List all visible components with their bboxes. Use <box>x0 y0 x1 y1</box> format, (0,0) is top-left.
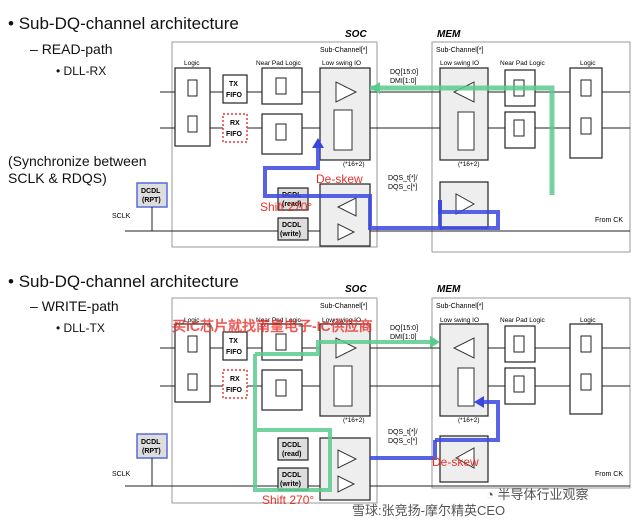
top-dcdl-read <box>277 187 309 211</box>
top-diagram: SOC MEM Sub-Channel[*] Sub-Channel[*] Lo… <box>112 29 631 253</box>
top-soc-logic: Logic <box>184 60 200 67</box>
bottom-tx-fifo <box>222 331 248 361</box>
top-shift-label: Shift 270° <box>260 200 313 214</box>
watermark: 买IC芯片就找南皇电子-IC供应商 <box>172 318 373 334</box>
svg-text:(*16+2): (*16+2) <box>343 417 365 424</box>
chat-icon: ◔ <box>486 487 494 502</box>
top-tx-fifo <box>222 74 248 104</box>
footer-right: ◔ 半导体行业观察 <box>486 487 589 502</box>
svg-text:DQ[15:0]: DQ[15:0] <box>390 69 418 76</box>
top-read-strobe-path <box>263 142 442 230</box>
bottom-write-strobe-path <box>370 440 437 460</box>
svg-text:RX: RX <box>230 376 240 383</box>
svg-text:DQ[15:0]: DQ[15:0] <box>390 325 418 332</box>
top-mem-nearpad: Near Pad Logic <box>500 60 546 67</box>
footer-left: 雪球:张竞扬-摩尔精英CEO <box>352 503 506 518</box>
top-mem-subchannel: Sub-Channel[*] <box>436 47 484 54</box>
svg-text:SCLK: SCLK <box>112 471 131 478</box>
top-mem-logic: Logic <box>580 60 596 67</box>
svg-text:DMI[1:0]: DMI[1:0] <box>390 334 417 341</box>
top-from-ck: From CK <box>595 217 623 224</box>
svg-text:FIFO: FIFO <box>226 387 242 394</box>
svg-text:DCDL: DCDL <box>282 222 302 229</box>
svg-text:Sub-Channel[*]: Sub-Channel[*] <box>320 303 368 310</box>
top-bullet-3: • DLL-RX <box>56 64 107 78</box>
bottom-bullet-3: • DLL-TX <box>56 321 105 335</box>
bottom-rx-fifo <box>222 369 248 399</box>
top-soc-lowswing: Low swing IO <box>322 60 361 67</box>
svg-text:(RPT): (RPT) <box>142 197 161 204</box>
top-soc-nearpad: Near Pad Logic <box>256 60 302 67</box>
top-mem-lowswing: Low swing IO <box>440 60 479 67</box>
bottom-diagram: SOC MEM Sub-Channel[*] Sub-Channel[*] Lo… <box>112 284 631 504</box>
bottom-deskew-label: De-skew <box>432 455 479 469</box>
top-mem-label: MEM <box>437 29 461 40</box>
top-dcdl-write <box>277 217 309 241</box>
svg-text:DQS_c[*]: DQS_c[*] <box>388 184 417 191</box>
svg-text:DCDL: DCDL <box>141 188 161 195</box>
svg-text:RX: RX <box>230 120 240 127</box>
top-sclk: SCLK <box>112 213 131 220</box>
svg-text:(write): (write) <box>280 481 301 488</box>
top-deskew-label: De-skew <box>316 172 363 186</box>
svg-text:Logic: Logic <box>580 317 596 324</box>
top-read-data-path <box>370 85 555 98</box>
bottom-shift-label: Shift 270° <box>262 493 315 507</box>
svg-text:SOC: SOC <box>345 284 367 295</box>
top-bullet-2: – READ-path <box>30 41 113 57</box>
svg-text:MEM: MEM <box>437 284 461 295</box>
bottom-write-data-path <box>253 340 435 492</box>
svg-text:FIFO: FIFO <box>226 131 242 138</box>
svg-text:DCDL: DCDL <box>282 472 302 479</box>
svg-text:TX: TX <box>229 338 238 345</box>
svg-text:FIFO: FIFO <box>226 92 242 99</box>
svg-text:Sub-Channel[*]: Sub-Channel[*] <box>436 303 484 310</box>
svg-text:Near Pad Logic: Near Pad Logic <box>256 317 302 324</box>
svg-text:From CK: From CK <box>595 471 623 478</box>
svg-text:Logic: Logic <box>184 317 200 324</box>
top-soc-logic-box <box>174 67 211 147</box>
svg-text:Near Pad Logic: Near Pad Logic <box>500 317 546 324</box>
bottom-bullet-1: • Sub-DQ-channel architecture <box>8 272 239 291</box>
top-mem-nearpad-2 <box>504 111 536 149</box>
top-soc-subchannel: Sub-Channel[*] <box>320 47 368 54</box>
top-soc-label: SOC <box>345 29 367 40</box>
svg-text:(write): (write) <box>280 231 301 238</box>
svg-text:DMI[1:0]: DMI[1:0] <box>390 78 417 85</box>
svg-text:FIFO: FIFO <box>226 349 242 356</box>
svg-text:DQS_c[*]: DQS_c[*] <box>388 438 417 445</box>
svg-text:Low swing IO: Low swing IO <box>440 317 479 324</box>
svg-text:DCDL: DCDL <box>141 439 161 446</box>
svg-text:(*16+2): (*16+2) <box>458 417 480 424</box>
svg-text:(read): (read) <box>282 201 301 208</box>
top-bullet-1: • Sub-DQ-channel architecture <box>8 14 239 33</box>
bottom-bullet-2: – WRITE-path <box>30 298 119 314</box>
svg-text:DQS_t[*]/: DQS_t[*]/ <box>388 175 418 182</box>
svg-text:(RPT): (RPT) <box>142 448 161 455</box>
svg-text:(read): (read) <box>282 451 301 458</box>
top-rx-fifo <box>222 113 248 143</box>
svg-text:DQS_t[*]/: DQS_t[*]/ <box>388 429 418 436</box>
svg-text:Low swing IO: Low swing IO <box>322 317 361 324</box>
svg-text:DCDL: DCDL <box>282 442 302 449</box>
svg-text:(*16+2): (*16+2) <box>458 161 480 168</box>
top-sync-note: (Synchronize between SCLK & RDQS) <box>8 153 147 186</box>
svg-text:(*16+2): (*16+2) <box>343 161 365 168</box>
svg-text:TX: TX <box>229 81 238 88</box>
